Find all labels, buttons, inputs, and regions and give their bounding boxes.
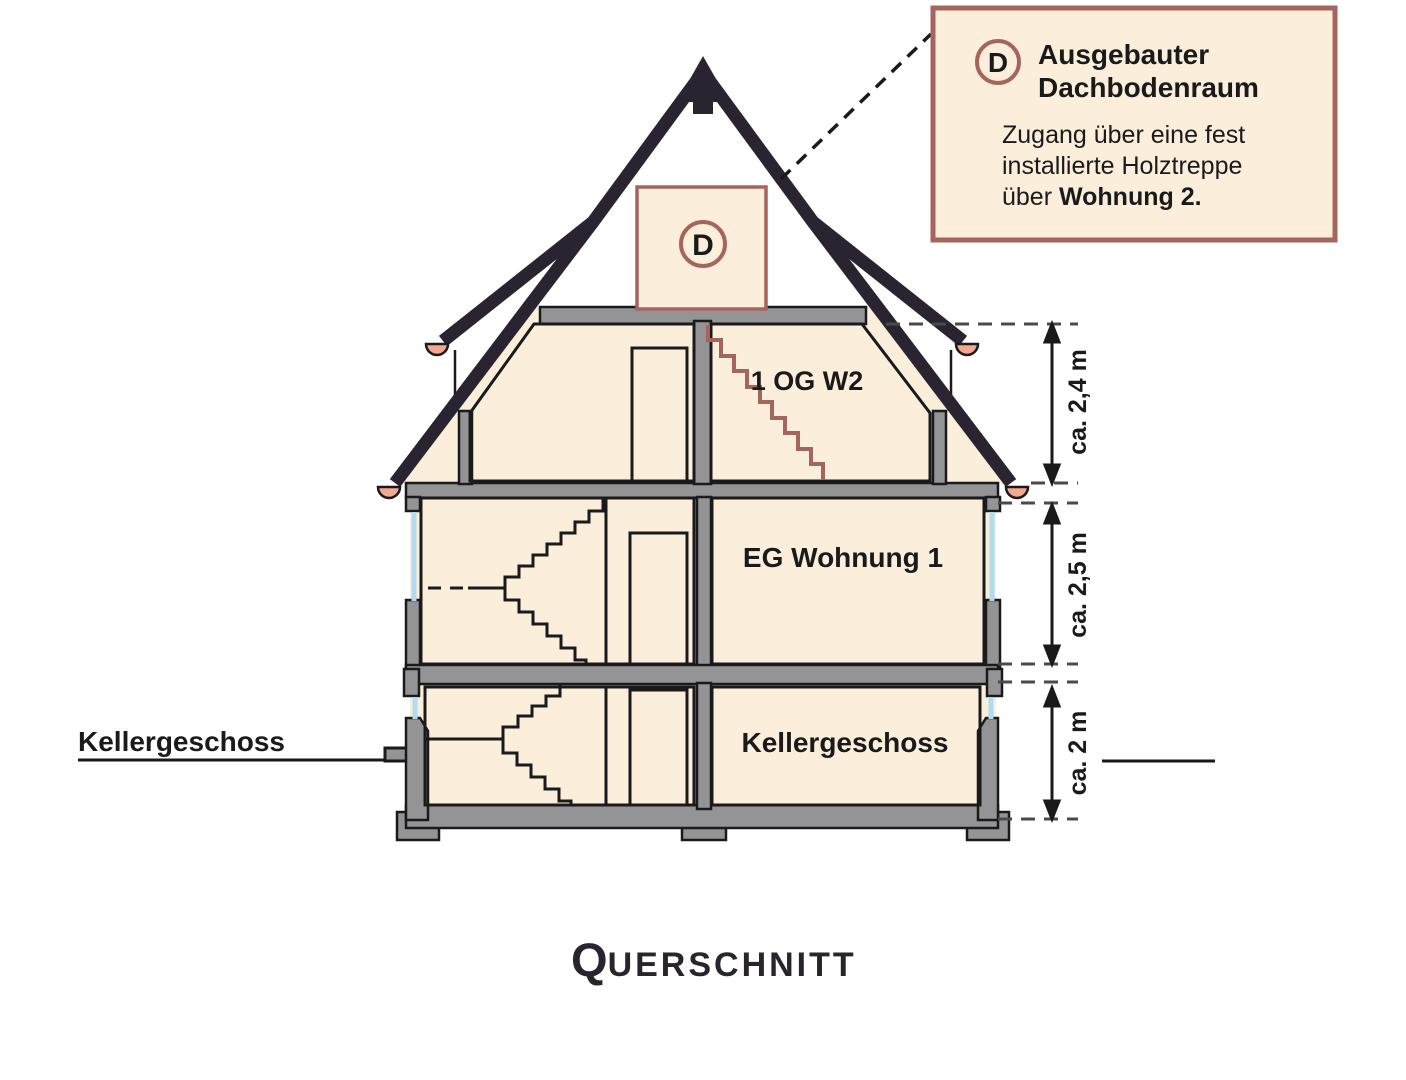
roof <box>376 56 1030 500</box>
roof-apex <box>677 56 729 102</box>
callout-body-line2: installierte Holztreppe <box>1002 152 1242 180</box>
gutter-lower-left <box>376 485 402 500</box>
og-room-left <box>468 322 696 483</box>
og-label: 1 OG W2 <box>751 366 864 396</box>
attic-badge-letter: D <box>692 229 714 262</box>
gutters <box>376 342 1030 500</box>
room-outlines <box>419 322 986 807</box>
keller-stair <box>501 685 573 805</box>
keller-label: Kellergeschoss <box>742 727 949 758</box>
callout-body-line3-bold: Wohnung 2. <box>1059 183 1202 211</box>
gutter-upper-right <box>954 342 980 357</box>
keller-door <box>628 688 689 807</box>
keller-wall-left <box>404 716 430 822</box>
callout-badge-letter: D <box>988 47 1008 78</box>
dimension-arrows <box>1042 319 1062 824</box>
dim-arrowhead <box>1042 683 1062 708</box>
callout-body-line1: Zugang über eine fest <box>1002 121 1245 149</box>
dim-arrowhead <box>1042 500 1062 525</box>
dim-arrowhead <box>1042 799 1062 824</box>
eg-room-right <box>710 496 986 666</box>
callout-badge-circle <box>975 39 1021 85</box>
callout-box: D Ausgebauter Dachbodenraum Zugang über … <box>930 5 1338 243</box>
callout-leader-line <box>779 32 933 181</box>
page-title-initial: Q <box>571 933 608 986</box>
dim-label-og: ca. 2,4 m <box>1064 349 1092 455</box>
eg-spandrel-left <box>404 495 422 513</box>
og-stair <box>706 325 825 480</box>
ground-step-left <box>383 746 410 763</box>
keller-center-wall <box>695 681 713 811</box>
dimension-reference-lines <box>886 322 1078 821</box>
dim-label-keller: ca. 2 m <box>1064 711 1092 796</box>
floor-labels: 1 OG W2 EG Wohnung 1 Kellergeschoss Kell… <box>78 366 949 758</box>
page-title-rest: UERSCHNITT <box>608 946 857 984</box>
keller-wall-right <box>976 716 1000 822</box>
eg-stair <box>503 498 605 664</box>
gutter-upper-left <box>424 342 450 357</box>
eg-label: EG Wohnung 1 <box>743 542 943 573</box>
gutter-lower-right <box>1004 485 1030 500</box>
windows <box>411 512 995 719</box>
dim-arrowhead <box>1042 319 1062 344</box>
dim-arrowhead <box>1042 644 1062 669</box>
og-room-right <box>709 322 932 483</box>
attic-room: D <box>635 185 768 311</box>
roof-lower-right <box>807 218 1017 487</box>
roof-ridge-notch <box>693 100 713 114</box>
keller-room-right <box>710 685 982 807</box>
left-ground-label: Kellergeschoss <box>78 726 285 757</box>
dim-label-eg: ca. 2,5 m <box>1064 532 1092 638</box>
og-center-wall <box>692 319 713 486</box>
callout-body-line3-normal: über <box>1002 183 1059 211</box>
dimension-labels: ca. 2,4 m ca. 2,5 m ca. 2 m <box>1064 349 1092 795</box>
eg-door <box>628 531 689 666</box>
eg-center-wall <box>695 495 713 668</box>
attic-badge-circle <box>679 220 727 268</box>
callout-title-line1: Ausgebauter <box>1038 39 1209 70</box>
eg-room-left <box>419 496 696 666</box>
keller-ceiling-slab <box>404 663 1000 686</box>
stairs <box>424 325 825 805</box>
keller-wall-tab-left <box>402 667 421 698</box>
og-door <box>630 346 689 483</box>
roof-lower-left <box>389 218 599 487</box>
callout-body-line3: über Wohnung 2. <box>1002 183 1202 211</box>
og-knee-wall-right <box>931 409 948 486</box>
callout-title-line2: Dachbodenraum <box>1038 72 1259 103</box>
page-title: QUERSCHNITT <box>571 933 857 986</box>
dim-arrowhead <box>1042 463 1062 488</box>
eg-spandrel-right <box>984 495 1002 513</box>
